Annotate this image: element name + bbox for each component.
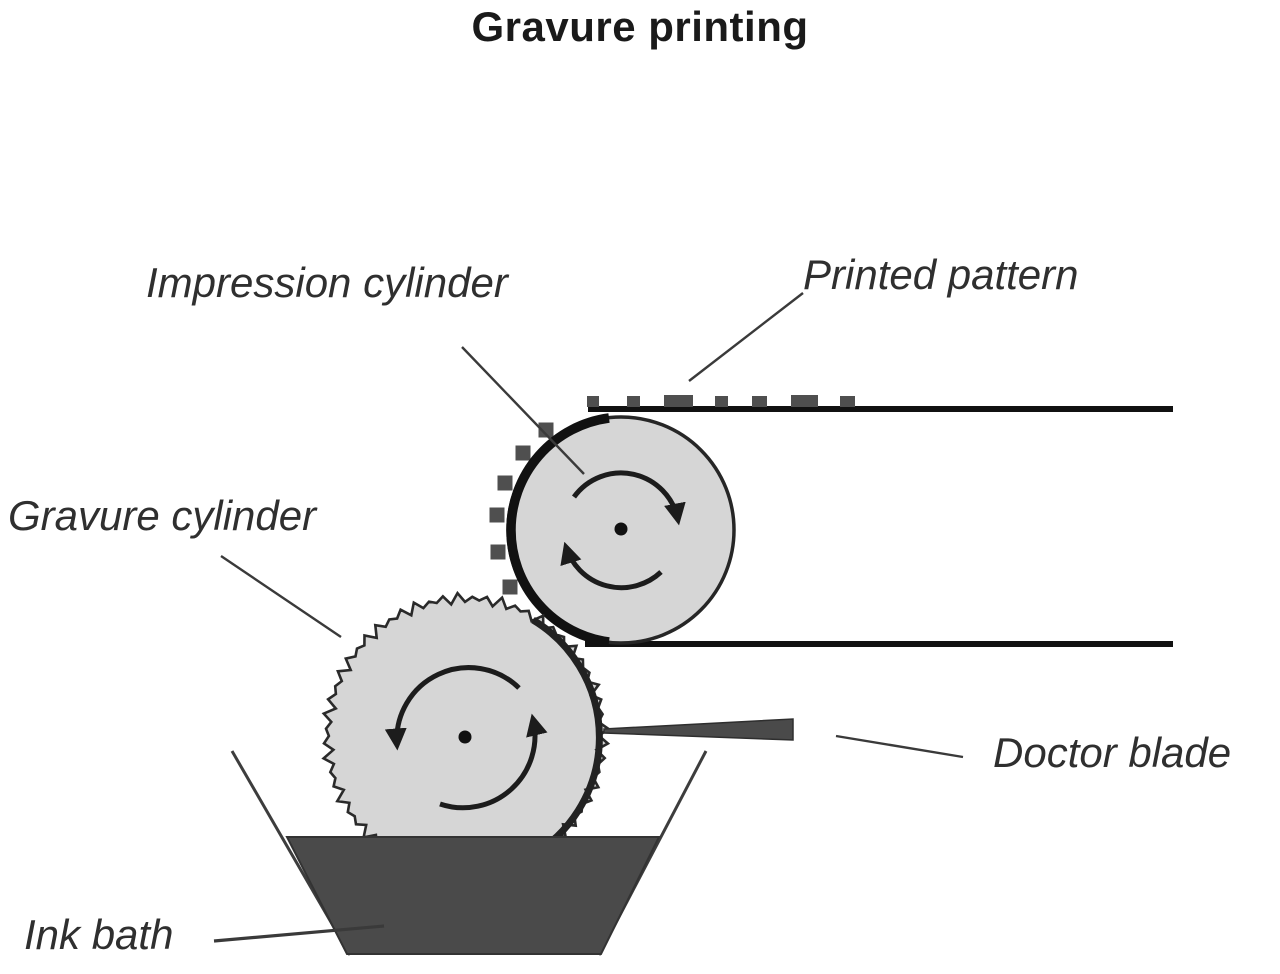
gravure-cylinder-dark-edge — [529, 617, 603, 860]
printed-pattern-leader-line — [688, 292, 804, 382]
impression-axis-dot — [614, 522, 628, 536]
ink-bath-shape — [285, 836, 661, 955]
ink-bath-leader-line — [213, 924, 385, 943]
printed-pattern-squares — [587, 395, 855, 407]
impression-rotation-arrows — [560, 470, 686, 591]
impression-leader-line — [461, 346, 585, 475]
doctor-blade-leader-line — [835, 734, 964, 759]
gravure-rotation-arrows — [384, 665, 548, 811]
impression-cylinder-label: Impression cylinder — [146, 259, 508, 306]
pattern-squares-on-wrap — [489, 422, 554, 595]
leader-lines — [213, 292, 964, 943]
gravure-axis-dot — [458, 730, 472, 744]
doctor-blade-shape — [603, 718, 794, 741]
doctor-blade-label: Doctor blade — [993, 729, 1232, 776]
web-wrap-arc — [506, 413, 610, 647]
diagram-title: Gravure printing — [471, 3, 809, 50]
gravure-leader-line — [220, 555, 342, 638]
gravure-cylinder-label: Gravure cylinder — [8, 492, 317, 539]
ink-bath-label: Ink bath — [24, 911, 174, 958]
printed-pattern-label: Printed pattern — [803, 251, 1079, 298]
